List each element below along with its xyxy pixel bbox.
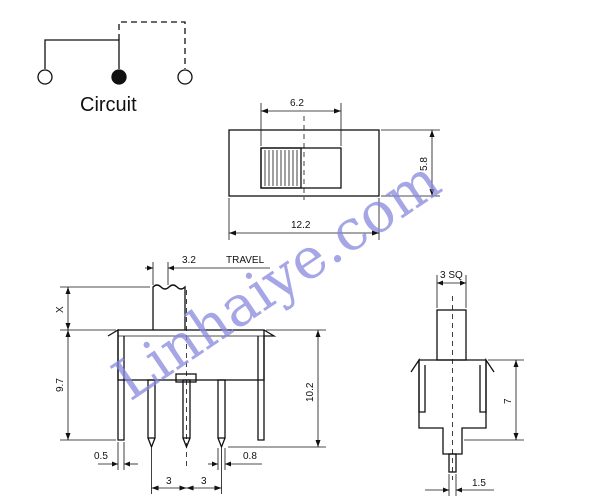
terminal-right [177, 69, 193, 85]
dim-actuator: 3 SQ [440, 270, 463, 281]
dim-pin-gap: 0.8 [243, 451, 257, 462]
travel-label: TRAVEL [226, 255, 265, 266]
dim-slot-width: 6.2 [290, 98, 304, 109]
dim-end-pin: 1.5 [472, 478, 486, 489]
dim-pin-pitch-1: 3 [166, 476, 172, 487]
side-pins [147, 290, 226, 470]
end-actuator [436, 309, 467, 361]
circuit-symbol: Circuit [37, 21, 193, 116]
terminal-common [111, 69, 127, 85]
side-leg-right [257, 329, 277, 441]
dim-end-height: 7 [503, 398, 514, 404]
dim-right-height: 10.2 [305, 382, 316, 402]
dim-x: X [55, 306, 66, 313]
dim-left-height: 9.7 [55, 378, 66, 392]
side-view: 3.2 TRAVEL X 9.7 [55, 255, 326, 494]
end-leg-left [410, 357, 426, 413]
terminal-left [37, 69, 53, 85]
end-leg-right [479, 357, 495, 413]
top-view: 6.2 5.8 12.2 [228, 98, 440, 240]
side-leg-left [107, 328, 125, 441]
dim-top-height: 5.8 [419, 157, 430, 171]
dim-travel: 3.2 [182, 255, 196, 266]
dim-top-length: 12.2 [291, 220, 311, 231]
circuit-label: Circuit [80, 94, 137, 116]
actuator-knob [260, 147, 302, 189]
end-view: 3 SQ 7 1.5 [410, 270, 524, 496]
dim-pin-width: 0.5 [94, 451, 108, 462]
side-actuator [152, 284, 186, 330]
dim-pin-pitch-2: 3 [201, 476, 207, 487]
